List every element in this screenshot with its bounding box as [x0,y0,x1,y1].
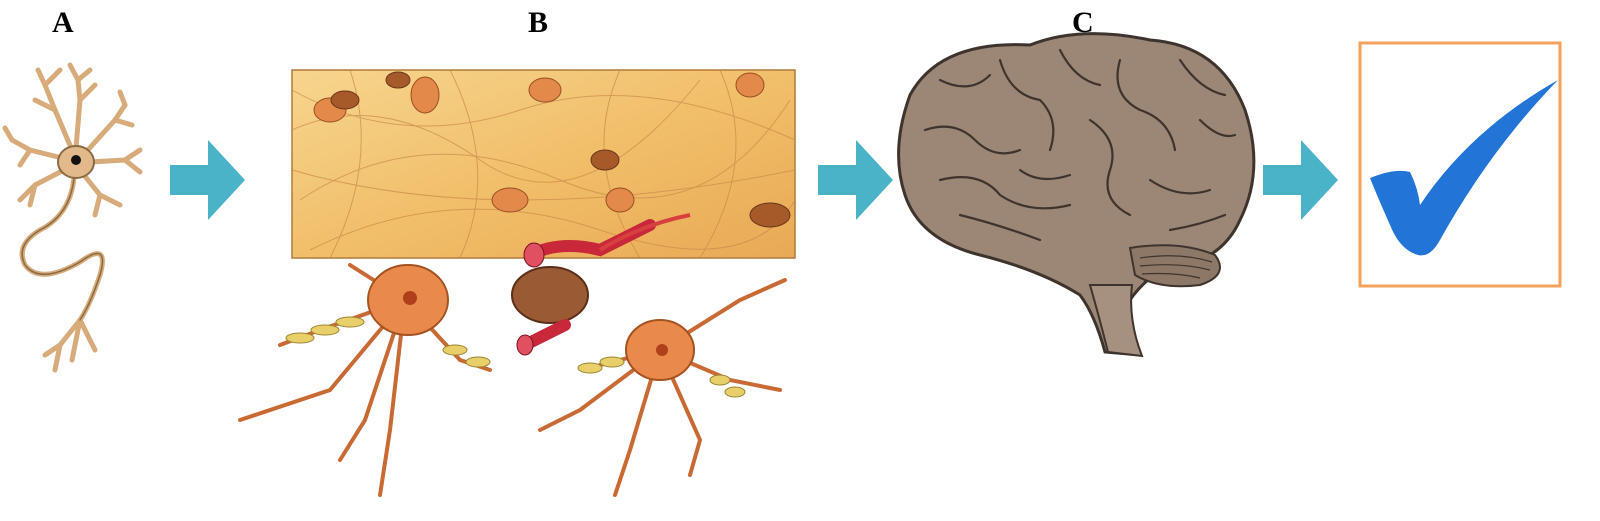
arrow-icon [1263,140,1338,220]
arrow-icon [818,140,893,220]
checkmark-icon [1358,41,1562,288]
neural-tissue-icon [238,69,796,497]
neuron-icon [2,62,143,373]
brain-icon [897,32,1256,358]
panel-label-a: A [52,6,74,39]
panel-label-b: B [528,6,549,39]
arrow-icon [170,140,245,220]
panel-label-c: C [1072,6,1094,39]
